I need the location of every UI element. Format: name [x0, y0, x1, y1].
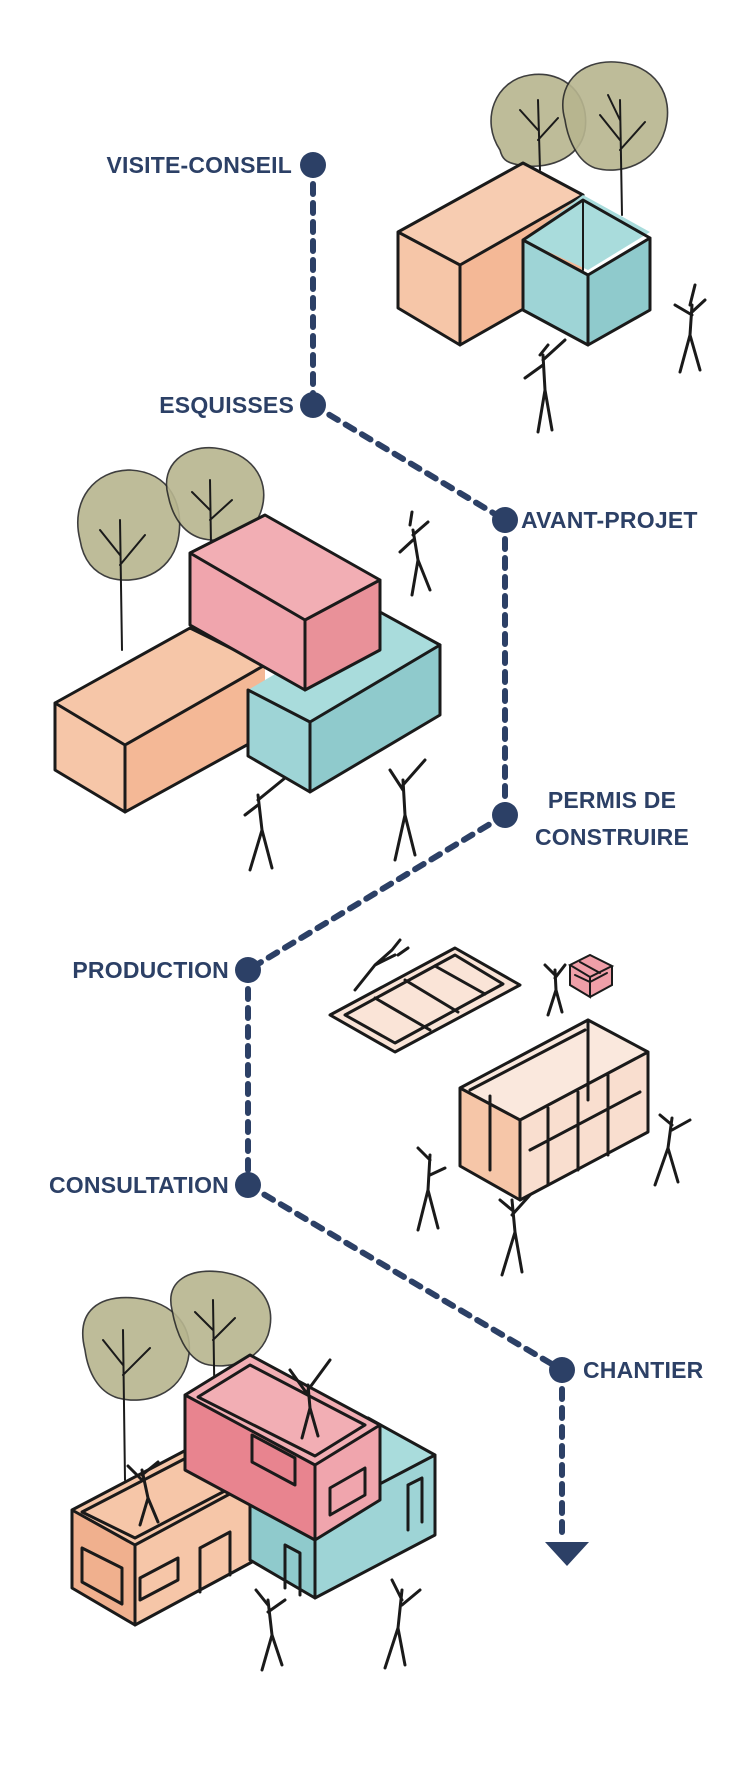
step-esquisses: ESQUISSES	[159, 392, 326, 418]
production-scene	[328, 938, 692, 1277]
person-icon	[388, 758, 427, 862]
chantier-scene	[70, 1270, 437, 1672]
step-label: PRODUCTION	[72, 957, 229, 983]
person-icon	[243, 776, 287, 872]
step-permis-de-construire: PERMIS DE CONSTRUIRE	[492, 787, 689, 850]
person-icon	[498, 1193, 532, 1277]
path-segment	[245, 1182, 565, 1373]
step-node	[300, 392, 326, 418]
tree-icon	[562, 61, 669, 216]
arrow-head-icon	[545, 1542, 589, 1566]
person-icon	[543, 963, 567, 1017]
path-segment	[310, 402, 508, 523]
person-icon	[353, 938, 410, 992]
avant-projet-scene	[53, 446, 442, 872]
tree-icon	[82, 1296, 191, 1481]
step-label: AVANT-PROJET	[521, 507, 698, 533]
step-label: CONSULTATION	[49, 1172, 229, 1198]
person-icon	[383, 1578, 422, 1670]
step-label-line2: CONSTRUIRE	[535, 824, 689, 850]
person-icon	[523, 338, 567, 434]
person-icon	[288, 1358, 332, 1440]
person-icon	[254, 1588, 287, 1672]
step-node	[235, 1172, 261, 1198]
step-label: ESQUISSES	[159, 392, 294, 418]
person-icon	[673, 283, 707, 374]
step-node	[492, 802, 518, 828]
timeline-path	[245, 162, 589, 1566]
step-chantier: CHANTIER	[549, 1357, 704, 1383]
step-consultation: CONSULTATION	[49, 1172, 261, 1198]
person-icon	[416, 1146, 447, 1232]
step-avant-projet: AVANT-PROJET	[492, 507, 698, 533]
tree-icon	[77, 469, 181, 651]
bricks-icon	[567, 953, 615, 999]
step-visite-conseil: VISITE-CONSEIL	[106, 152, 326, 178]
tree-icon	[490, 73, 587, 171]
step-node	[300, 152, 326, 178]
person-icon	[398, 510, 432, 597]
step-node	[235, 957, 261, 983]
person-icon	[126, 1460, 160, 1527]
step-production: PRODUCTION	[72, 957, 261, 983]
step-label: VISITE-CONSEIL	[106, 152, 292, 178]
visite-conseil-scene	[396, 61, 707, 434]
wall-frame-icon	[328, 946, 522, 1054]
path-segment	[245, 812, 508, 973]
step-label: CHANTIER	[583, 1357, 704, 1383]
step-node	[492, 507, 518, 533]
step-label-line1: PERMIS DE	[548, 787, 676, 813]
tree-icon	[170, 1270, 272, 1431]
step-node	[549, 1357, 575, 1383]
person-icon	[653, 1113, 692, 1187]
